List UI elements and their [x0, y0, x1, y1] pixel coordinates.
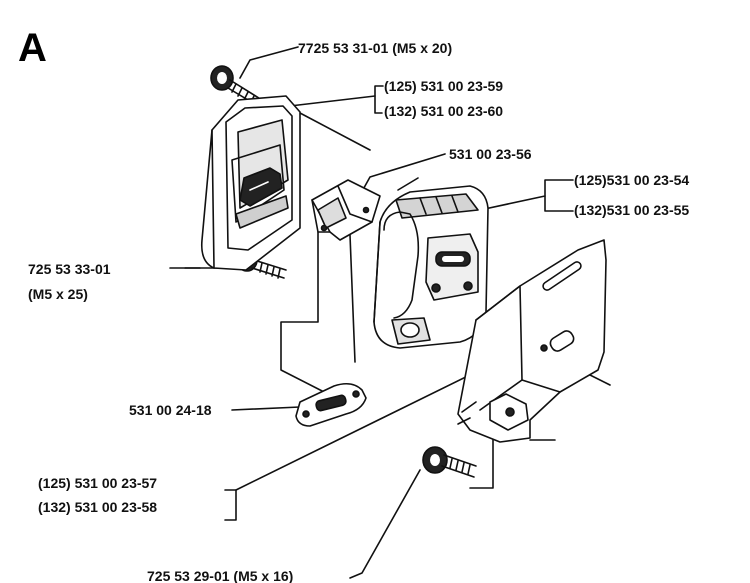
label-screw-top: 7725 53 31-01 (M5 x 20) [298, 40, 453, 56]
label-screw-left: 725 53 33-01 [28, 261, 111, 277]
label-muffler-125: (125)531 00 23-54 [574, 172, 690, 188]
label-plate-132: (132) 531 00 23-58 [38, 499, 158, 515]
small-gasket-icon [295, 382, 367, 427]
screw-bottom-icon [422, 446, 477, 478]
label-muffler-132: (132)531 00 23-55 [574, 202, 690, 218]
bracket-icon [311, 179, 381, 241]
label-screw-bottom: 725 53 29-01 (M5 x 16) [147, 568, 294, 583]
leader-lines [169, 46, 611, 579]
muffler-body-icon [373, 185, 489, 349]
label-plate-125: (125) 531 00 23-57 [38, 475, 158, 491]
label-gasket-132: (132) 531 00 23-60 [384, 103, 504, 119]
section-letter: A [18, 26, 47, 70]
label-screw-left-size: (M5 x 25) [28, 286, 88, 302]
label-small-gasket: 531 00 24-18 [129, 402, 212, 418]
heat-shield-icon [457, 239, 607, 443]
label-bracket: 531 00 23-56 [449, 146, 532, 162]
screw-top-icon [210, 65, 263, 107]
muffler-housing-icon [200, 95, 301, 271]
label-gasket-125: (125) 531 00 23-59 [384, 78, 504, 94]
